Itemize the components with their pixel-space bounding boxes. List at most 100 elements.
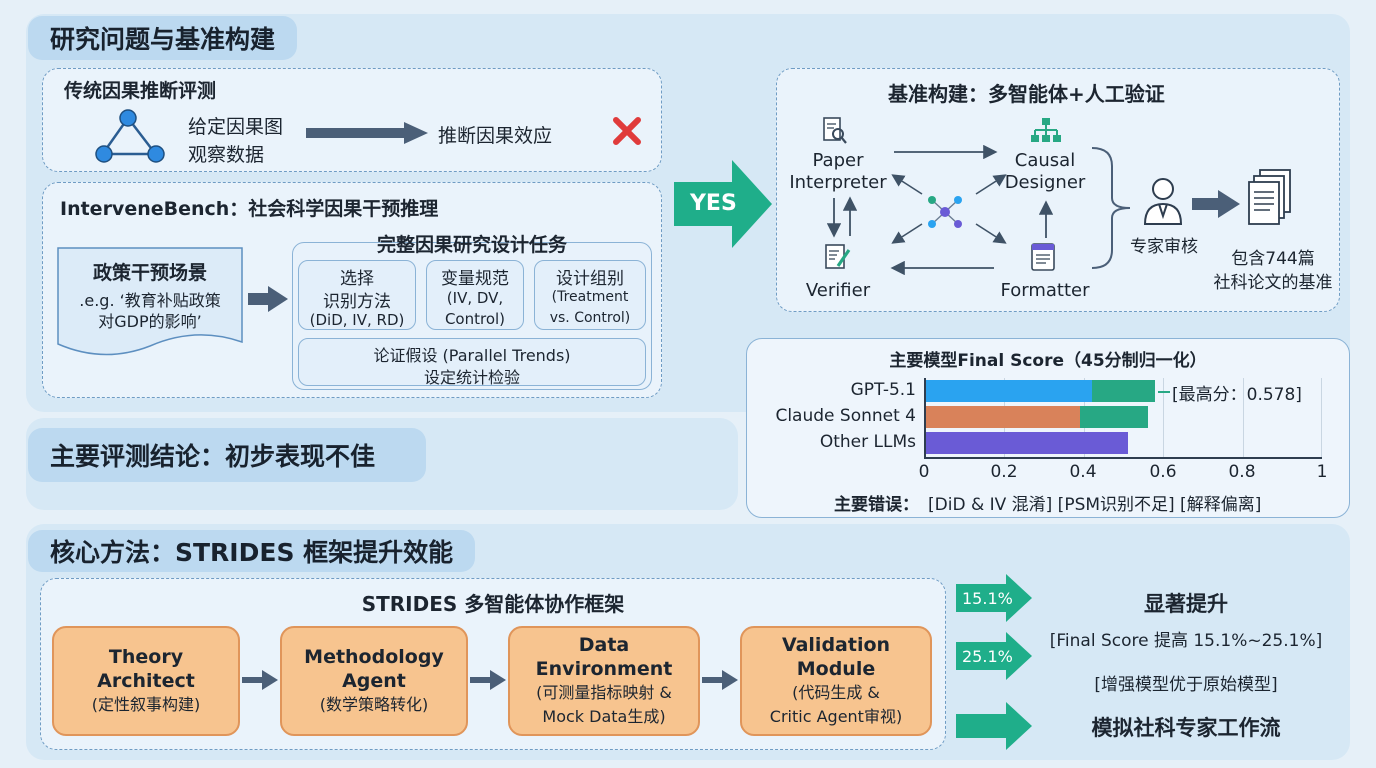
- scenario-title: 政策干预场景: [92, 262, 207, 284]
- task-1-line-3: (DiD, IV, RD): [309, 311, 405, 329]
- chart-title: 主要模型Final Score（45分制归一化）: [889, 351, 1207, 371]
- module-head-line: Module: [796, 658, 876, 680]
- module-sub-line: Mock Data生成): [542, 707, 666, 726]
- causal-graph-icon: [95, 109, 165, 163]
- scenario-line-1: .e.g. ‘教育补贴政策: [79, 291, 221, 310]
- benchmark-result-line-2: 社科论文的基准: [1213, 273, 1333, 293]
- module-sub-line: (数学策略转化): [319, 695, 429, 714]
- yes-arrow-icon: [674, 160, 772, 248]
- bracket-shape: [1091, 147, 1131, 269]
- module-head-line: Validation: [781, 634, 891, 656]
- x-tick-06: 0.6: [1149, 462, 1177, 482]
- module-data-environment: Data Environment (可测量指标映射 & Mock Data生成): [508, 626, 700, 736]
- task-title: 完整因果研究设计任务: [376, 234, 567, 256]
- bar-claude-base: [926, 406, 1081, 428]
- traditional-input-2: 观察数据: [188, 144, 265, 166]
- chart-gridline: [1163, 378, 1164, 458]
- hierarchy-icon: [1031, 118, 1061, 142]
- form-document-icon: [1031, 243, 1055, 271]
- yes-label: YES: [690, 191, 737, 216]
- module-methodology-agent: Methodology Agent (数学策略转化): [280, 626, 468, 736]
- agent-network-icon: [928, 196, 962, 228]
- module-sub-line: (可测量指标映射 &: [536, 683, 672, 702]
- errors-label: 主要错误：: [834, 495, 919, 515]
- chart-gridline: [1321, 378, 1322, 458]
- task-3-line-3: vs. Control): [549, 310, 631, 326]
- module-sub-line: (代码生成 &: [792, 683, 880, 702]
- task-2-line-1: 变量规范: [441, 269, 509, 289]
- improve-line-1: [Final Score 提高 15.1%~25.1%]: [1049, 631, 1323, 651]
- causal-designer-line-2: Designer: [1004, 172, 1086, 193]
- verifier-label: Verifier: [805, 280, 871, 301]
- chart-y-axis: [924, 378, 926, 458]
- arrow-right-icon: [702, 670, 738, 690]
- x-tick-1: 1: [1316, 462, 1328, 482]
- improve-line-2: [增强模型优于原始模型]: [1094, 675, 1278, 695]
- improve-badge-1: 15.1%: [962, 589, 1013, 608]
- benchmark-title: 基准构建：多智能体+人工验证: [888, 82, 1165, 106]
- arrow-right-icon: [1192, 190, 1240, 218]
- documents-stack-icon: [1248, 169, 1291, 225]
- category-label-gpt51: GPT-5.1: [850, 380, 916, 400]
- task-1-line-1: 选择: [340, 269, 374, 289]
- chart-gridline: [1243, 378, 1244, 458]
- strides-title: STRIDES 多智能体协作框架: [361, 592, 625, 616]
- module-head-line: Agent: [342, 670, 406, 692]
- bar-gpt51-base: [926, 380, 1093, 402]
- intervenebench-title: InterveneBench：社会科学因果干预推理: [60, 198, 439, 220]
- task-card: [534, 260, 646, 330]
- category-label-other: Other LLMs: [819, 432, 916, 452]
- arrow-right-icon: [306, 122, 428, 144]
- improve-badge-2: 25.1%: [962, 647, 1013, 666]
- x-tick-02: 0.2: [990, 462, 1018, 482]
- paper-interpreter-line-1: Paper: [812, 150, 864, 171]
- task-card: [426, 260, 524, 330]
- module-head-line: Methodology: [304, 646, 444, 668]
- assumption-card: [298, 338, 646, 386]
- score-box: [746, 338, 1350, 518]
- x-tick-0: 0: [918, 462, 930, 482]
- task-card: [298, 260, 416, 330]
- research-section-title: 研究问题与基准构建: [28, 16, 298, 60]
- traditional-title: 传统因果推断评测: [64, 80, 217, 102]
- scenario-line-2: 对GDP的影响’: [98, 312, 202, 331]
- module-head-line: Theory: [108, 646, 184, 668]
- benchmark-result-line-1: 包含744篇: [1231, 249, 1315, 269]
- assumption-line-2: 设定统计检验: [423, 368, 520, 387]
- best-score-label: [最高分：0.578]: [1172, 385, 1302, 405]
- causal-designer-line-1: Causal: [1014, 150, 1076, 171]
- task-2-line-3: Control): [444, 310, 506, 328]
- green-arrow-icon: [956, 702, 1032, 750]
- module-validation: Validation Module (代码生成 & Critic Agent审视…: [740, 626, 932, 736]
- x-tick-04: 0.4: [1069, 462, 1097, 482]
- assumption-line-1: 论证假设 (Parallel Trends): [373, 346, 571, 365]
- module-sub-line: Critic Agent审视): [769, 707, 903, 726]
- improve-workflow: 模拟社科专家工作流: [1091, 716, 1281, 740]
- expert-label: 专家审核: [1130, 237, 1198, 257]
- magnifier-document-icon: [823, 117, 847, 144]
- benchmark-box: [776, 68, 1340, 312]
- formatter-label: Formatter: [1000, 280, 1090, 301]
- traditional-output: 推断因果效应: [438, 125, 553, 147]
- conclusion-section-title: 主要评测结论：初步表现不佳: [28, 428, 426, 482]
- edit-document-icon: [825, 244, 851, 269]
- bar-gpt51-gain: [1092, 380, 1155, 402]
- task-3-line-2: (Treatment: [551, 289, 629, 305]
- errors-list: [DiD & IV 混淆] [PSM识别不足] [解释偏离]: [928, 495, 1262, 515]
- module-head-line: Environment: [535, 658, 673, 680]
- green-badge-arrow: [956, 632, 1032, 680]
- category-label-claude: Claude Sonnet 4: [775, 406, 916, 426]
- arrow-right-icon: [470, 670, 506, 690]
- cross-icon: [613, 117, 641, 145]
- document-shape: [57, 247, 243, 356]
- module-sub-line: (定性叙事构建): [91, 695, 201, 714]
- improve-title: 显著提升: [1144, 592, 1228, 616]
- chart-x-axis: [924, 457, 1322, 459]
- green-badge-arrow: [956, 574, 1032, 622]
- traditional-input-1: 给定因果图: [188, 116, 284, 138]
- task-1-line-2: 识别方法: [323, 292, 391, 312]
- agent-flow-arrows: [826, 144, 1054, 276]
- paper-interpreter-line-2: Interpreter: [789, 172, 887, 193]
- best-score-connector: [1158, 391, 1170, 393]
- task-3-line-1: 设计组别: [556, 269, 624, 289]
